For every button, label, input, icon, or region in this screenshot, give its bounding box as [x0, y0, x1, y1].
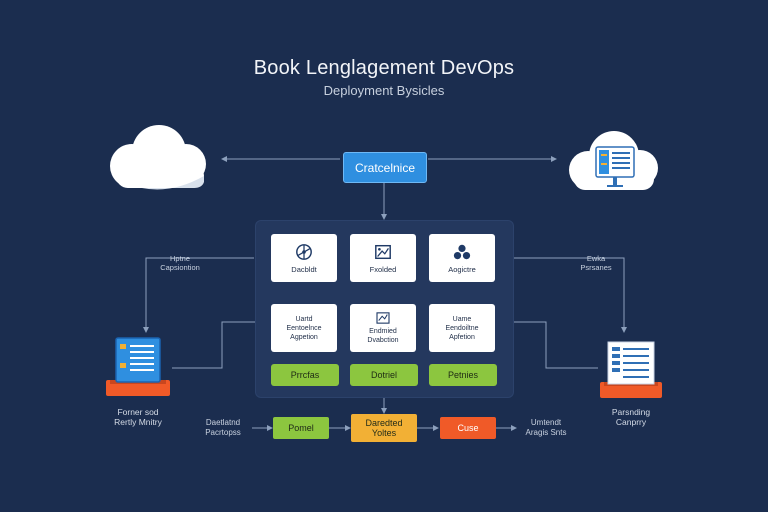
card-label: Aogictre: [448, 264, 476, 274]
document-stack-icon-right: [600, 341, 662, 398]
network-nodes-icon: [453, 244, 471, 259]
detail-button[interactable]: Dotriel: [350, 364, 418, 386]
server-rack-icon-left: [106, 337, 170, 396]
card-line: Eendoiltne: [445, 324, 479, 332]
bottom-red-button[interactable]: Cuse: [440, 417, 496, 439]
left-side-label: Hptne Capsiontion: [160, 254, 200, 272]
left-device-caption: Forner sod Rertly Mnitry: [114, 407, 162, 427]
chart-check-icon: [376, 311, 390, 324]
card-label: Fxolded: [369, 264, 397, 274]
bottom-green-button[interactable]: Pomel: [273, 417, 329, 439]
card-line: Endmied: [369, 327, 397, 335]
page-title: Book Lenglagement DevOps: [253, 57, 515, 79]
card-fxolded[interactable]: Fxolded: [350, 234, 416, 282]
bottom-orange-button[interactable]: Daredted Yoltes: [351, 414, 417, 442]
right-side-label: Ewka Psrsanes: [580, 254, 612, 272]
card-line: Dvabction: [367, 336, 399, 344]
card-label: Dacbldt: [291, 264, 317, 274]
steering-wheel-icon: [296, 243, 312, 260]
right-device-caption: Parsnding Canprry: [611, 407, 651, 427]
card-line: Eentoelnce: [286, 324, 322, 332]
cloud-server-icon: [569, 131, 658, 190]
cloud-icon-left: [110, 125, 206, 190]
card-line: Apfetion: [449, 333, 475, 341]
image-frame-icon: [375, 244, 391, 259]
bottom-right-label: Umtendt Aragis Snts: [525, 418, 567, 437]
card-line: Agpetion: [290, 333, 318, 341]
central-service-button[interactable]: Cratcelnice: [343, 152, 427, 183]
card-line: Uame: [452, 315, 472, 323]
card-aogictre[interactable]: Aogictre: [429, 234, 495, 282]
page-subtitle: Deployment Bysicles: [323, 83, 445, 98]
card-application-left[interactable]: Uartd Eentoelnce Agpetion: [271, 304, 337, 352]
pipelines-button[interactable]: Petnies: [429, 364, 497, 386]
card-dvabction[interactable]: Endmied Dvabction: [350, 304, 416, 352]
bottom-left-label: Daetlatnd Pacrtopss: [205, 418, 241, 437]
process-button[interactable]: Prrcfas: [271, 364, 339, 386]
card-line: Uartd: [295, 315, 313, 323]
card-dacbldt[interactable]: Dacbldt: [271, 234, 337, 282]
card-application-right[interactable]: Uame Eendoiltne Apfetion: [429, 304, 495, 352]
